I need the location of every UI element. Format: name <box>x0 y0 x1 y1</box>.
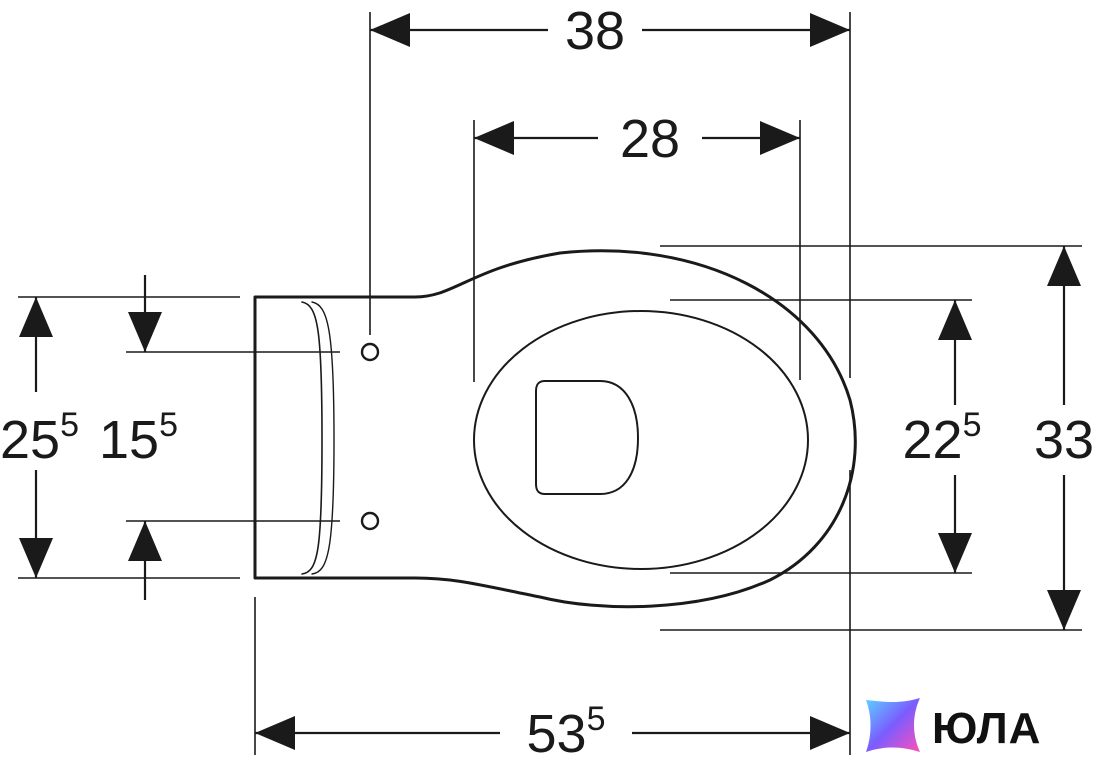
toilet-body-outline <box>253 249 857 609</box>
dim-left-inner: 155 <box>99 406 178 470</box>
dim-left-outer: 255 <box>0 406 79 470</box>
yula-logo-icon <box>866 698 920 752</box>
yula-logo-text: ЮЛА <box>932 704 1041 753</box>
extension-lines <box>18 12 1082 755</box>
mounting-hole-bottom <box>360 511 380 531</box>
back-plate-inner-line-2 <box>311 301 335 575</box>
bowl-outlet <box>535 380 639 495</box>
dim-top-width: 38 <box>565 1 625 61</box>
mounting-hole-top <box>360 342 380 362</box>
dim-overall-length: 535 <box>527 700 606 758</box>
back-plate-inner-line <box>301 301 323 575</box>
dimension-lines <box>19 13 1081 750</box>
dim-seat-width: 28 <box>620 109 680 169</box>
dim-seat-height: 225 <box>903 406 982 470</box>
toilet-outline <box>253 249 857 609</box>
yula-logo: ЮЛА <box>866 698 1041 753</box>
dim-overall-height: 33 <box>1034 410 1094 470</box>
bowl-rim <box>473 310 809 570</box>
